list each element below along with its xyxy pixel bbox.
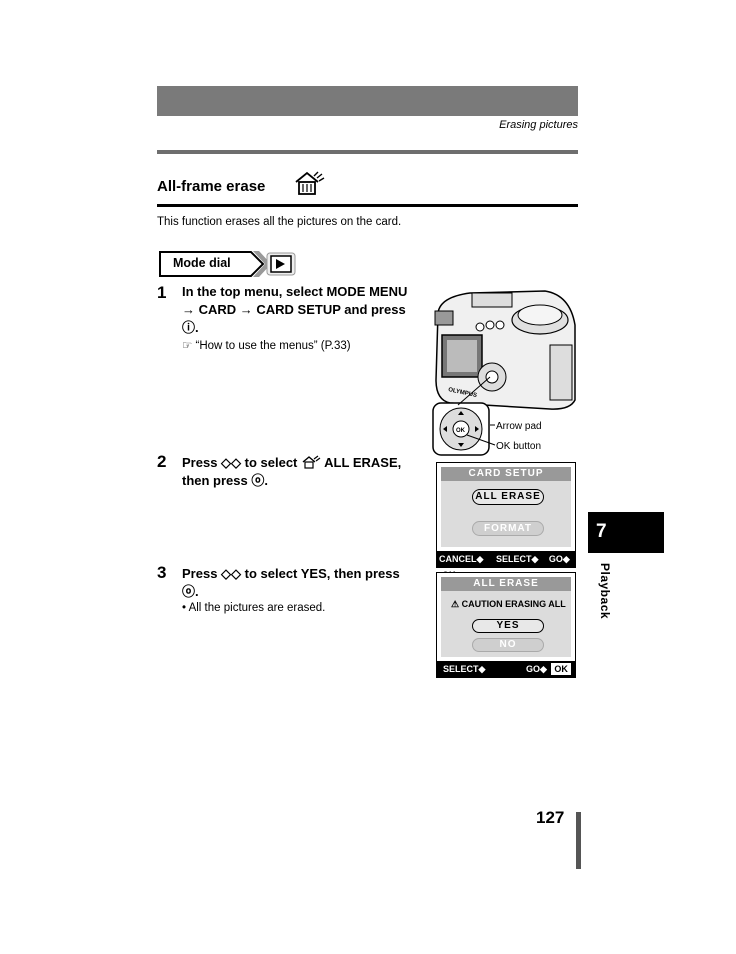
footer-go: GO◆ <box>525 664 547 674</box>
footer-cancel: CANCEL◆ <box>439 554 484 564</box>
caution-text: ⚠ CAUTION ERASING ALL <box>451 599 566 609</box>
screen-title: CARD SETUP <box>441 467 571 481</box>
caution-label: CAUTION ERASING ALL <box>461 599 566 609</box>
step-2-text-c: ERASE, then press ⓞ. <box>182 455 402 488</box>
camera-illustration: OLYMPUS <box>434 290 576 410</box>
format-option[interactable]: FORMAT <box>472 521 544 536</box>
step-3-text: Press ◇◇ to select YES, then press ⓞ. <box>182 566 400 599</box>
chapter-tab <box>588 512 664 553</box>
footer-ok: OK <box>551 663 571 675</box>
mode-dial-label: Mode dial <box>173 256 231 270</box>
step-3-number: 3 <box>157 563 167 582</box>
step-2-text-b: ALL <box>324 455 350 470</box>
running-title: Erasing pictures <box>499 119 578 131</box>
screen-footer: SELECT◆ GO◆ OK <box>437 661 575 677</box>
all-erase-icon <box>295 171 325 195</box>
step-2-text: Press ◇◇ to select ALL ERASE, then press… <box>182 454 412 490</box>
step-3-bullet: • All the pictures are erased. <box>182 602 326 614</box>
page-number: 127 <box>536 808 565 827</box>
section-divider <box>157 150 578 154</box>
title-underline <box>157 204 578 207</box>
footer-select: SELECT◆ <box>495 554 539 564</box>
all-erase-screen: ALL ERASE ⚠ CAUTION ERASING ALL YES NO S… <box>436 572 576 678</box>
page-number-bar <box>576 812 581 869</box>
section-title: All-frame erase <box>157 178 266 195</box>
ok-button-label: OK button <box>496 441 542 452</box>
intro-text: This function erases all the pictures on… <box>157 216 402 228</box>
arrow-pad-label: Arrow pad <box>496 421 542 432</box>
arrow-pad-closeup: OK <box>432 402 490 456</box>
chapter-number: 7 <box>596 521 607 542</box>
screen-body: ALL ERASE ⚠ CAUTION ERASING ALL YES NO <box>441 577 571 657</box>
all-erase-inline-icon <box>302 455 321 469</box>
step-1-text: In the top menu, select MODE MENU → CARD… <box>182 284 408 335</box>
step-1-number: 1 <box>157 283 167 302</box>
card-setup-screen: CARD SETUP ALL ERASE FORMAT CANCEL◆ SELE… <box>436 462 576 581</box>
no-option[interactable]: NO <box>472 638 544 652</box>
footer-select: SELECT◆ <box>443 664 486 674</box>
screen-body: CARD SETUP ALL ERASE FORMAT <box>441 467 571 547</box>
all-erase-option[interactable]: ALL ERASE <box>472 489 544 505</box>
playback-icon <box>276 259 285 269</box>
step-2-number: 2 <box>157 452 167 471</box>
screen-title: ALL ERASE <box>441 577 571 591</box>
yes-option[interactable]: YES <box>472 619 544 633</box>
screen-footer: CANCEL◆ SELECT◆ GO◆ OK <box>437 551 575 581</box>
footer-go: GO◆ <box>548 554 570 564</box>
header-bar <box>157 86 578 116</box>
chapter-label: Playback <box>598 563 612 620</box>
step-1-reference: ☞ “How to use the menus” (P.33) <box>182 340 351 352</box>
svg-text:OLYMPUS: OLYMPUS <box>448 387 478 399</box>
step-2-text-a: Press ◇◇ to select <box>182 455 298 470</box>
svg-text:OK: OK <box>456 428 466 434</box>
callout-lines <box>457 376 496 446</box>
